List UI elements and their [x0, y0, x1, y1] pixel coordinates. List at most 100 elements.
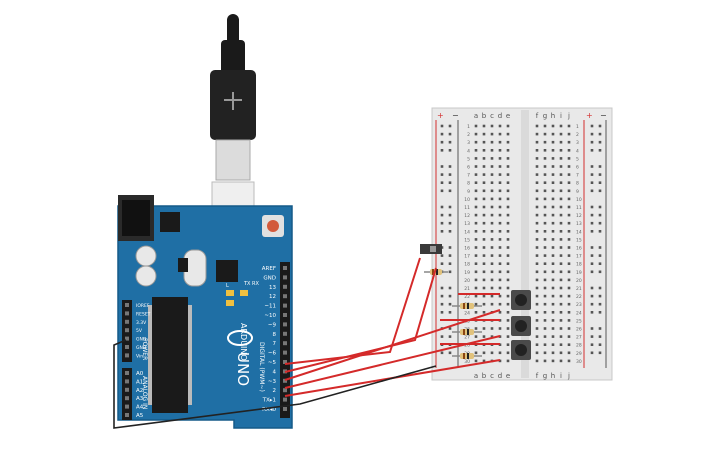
breadboard-hole[interactable] [490, 157, 494, 160]
breadboard-hole[interactable] [498, 246, 502, 249]
breadboard-hole[interactable] [474, 132, 478, 136]
resistor-1[interactable] [424, 269, 448, 275]
breadboard-hole[interactable] [506, 246, 510, 249]
breadboard-hole[interactable] [535, 335, 539, 338]
breadboard-hole[interactable] [482, 262, 486, 265]
analog-pin-socket[interactable] [125, 387, 129, 392]
rail-hole[interactable] [590, 343, 594, 346]
breadboard-hole[interactable] [482, 270, 486, 274]
breadboard-hole[interactable] [490, 238, 494, 241]
breadboard-hole[interactable] [535, 205, 539, 209]
rail-hole[interactable] [448, 189, 452, 193]
breadboard-hole[interactable] [506, 327, 510, 330]
rail-hole[interactable] [590, 149, 594, 152]
wire-pin7[interactable] [284, 257, 421, 365]
breadboard-hole[interactable] [498, 254, 502, 257]
breadboard-hole[interactable] [559, 302, 563, 306]
breadboard-hole[interactable] [551, 311, 555, 314]
breadboard-hole[interactable] [551, 140, 555, 144]
breadboard-hole[interactable] [498, 181, 502, 184]
rail-hole[interactable] [440, 173, 444, 176]
breadboard-hole[interactable] [506, 205, 510, 209]
breadboard-hole[interactable] [551, 319, 555, 322]
breadboard-hole[interactable] [482, 173, 486, 176]
digital-pin-socket[interactable] [283, 407, 287, 411]
breadboard-hole[interactable] [559, 140, 563, 144]
breadboard-hole[interactable] [506, 254, 510, 257]
breadboard-hole[interactable] [474, 286, 478, 290]
breadboard-hole[interactable] [567, 246, 571, 249]
digital-pin-socket[interactable] [283, 313, 287, 317]
breadboard-hole[interactable] [498, 140, 502, 144]
digital-pin-socket[interactable] [283, 284, 287, 289]
breadboard-hole[interactable] [482, 157, 486, 160]
rail-hole[interactable] [448, 124, 452, 128]
resistor-4[interactable] [452, 353, 482, 359]
breadboard-hole[interactable] [543, 278, 547, 282]
breadboard-hole[interactable] [567, 359, 571, 363]
breadboard-hole[interactable] [567, 254, 571, 257]
breadboard-hole[interactable] [543, 238, 547, 241]
breadboard-hole[interactable] [474, 149, 478, 152]
rail-hole[interactable] [448, 205, 452, 209]
breadboard-hole[interactable] [535, 343, 539, 346]
breadboard-hole[interactable] [535, 221, 539, 225]
rail-hole[interactable] [598, 132, 602, 136]
breadboard-hole[interactable] [567, 157, 571, 160]
arduino-board[interactable]: ARDUINO UNO DIGITAL (PWM~) POWER ANALOG … [117, 195, 293, 429]
breadboard-hole[interactable] [567, 132, 571, 136]
breadboard-hole[interactable] [543, 327, 547, 330]
breadboard-hole[interactable] [535, 294, 539, 298]
digital-pin-socket[interactable] [283, 397, 287, 402]
breadboard-hole[interactable] [543, 311, 547, 314]
breadboard-hole[interactable] [506, 311, 510, 314]
breadboard-hole[interactable] [490, 221, 494, 225]
breadboard-hole[interactable] [490, 230, 494, 233]
breadboard-hole[interactable] [474, 311, 478, 314]
breadboard-hole[interactable] [506, 181, 510, 184]
breadboard-hole[interactable] [551, 262, 555, 265]
breadboard-hole[interactable] [551, 165, 555, 168]
breadboard-hole[interactable] [506, 335, 510, 338]
rail-hole[interactable] [590, 189, 594, 193]
breadboard-hole[interactable] [551, 213, 555, 217]
breadboard-hole[interactable] [506, 262, 510, 265]
breadboard-hole[interactable] [559, 221, 563, 225]
breadboard-hole[interactable] [490, 254, 494, 257]
rail-hole[interactable] [598, 246, 602, 249]
rail-hole[interactable] [590, 221, 594, 225]
breadboard-hole[interactable] [490, 124, 494, 128]
breadboard-hole[interactable] [474, 302, 478, 306]
rail-hole[interactable] [448, 302, 452, 306]
breadboard-hole[interactable] [482, 359, 486, 363]
breadboard-hole[interactable] [498, 238, 502, 241]
breadboard-hole[interactable] [482, 221, 486, 225]
breadboard-hole[interactable] [535, 351, 539, 355]
rail-hole[interactable] [448, 254, 452, 257]
breadboard-hole[interactable] [474, 205, 478, 209]
breadboard-hole[interactable] [559, 311, 563, 314]
rail-hole[interactable] [448, 213, 452, 217]
breadboard-hole[interactable] [567, 221, 571, 225]
breadboard-hole[interactable] [482, 230, 486, 233]
breadboard-hole[interactable] [490, 173, 494, 176]
breadboard-hole[interactable] [482, 286, 486, 290]
rail-hole[interactable] [448, 351, 452, 355]
breadboard-hole[interactable] [567, 278, 571, 282]
breadboard-hole[interactable] [535, 213, 539, 217]
breadboard-hole[interactable] [559, 343, 563, 346]
breadboard-hole[interactable] [490, 205, 494, 209]
push-button-3[interactable] [511, 340, 531, 360]
breadboard-hole[interactable] [559, 197, 563, 201]
breadboard-hole[interactable] [474, 359, 478, 363]
breadboard-hole[interactable] [535, 262, 539, 265]
breadboard-hole[interactable] [474, 294, 478, 298]
rail-hole[interactable] [448, 327, 452, 330]
breadboard-hole[interactable] [506, 189, 510, 193]
breadboard-hole[interactable] [543, 254, 547, 257]
breadboard-hole[interactable] [551, 132, 555, 136]
breadboard-hole[interactable] [490, 189, 494, 193]
breadboard-hole[interactable] [567, 311, 571, 314]
rail-hole[interactable] [440, 230, 444, 233]
breadboard-hole[interactable] [498, 278, 502, 282]
